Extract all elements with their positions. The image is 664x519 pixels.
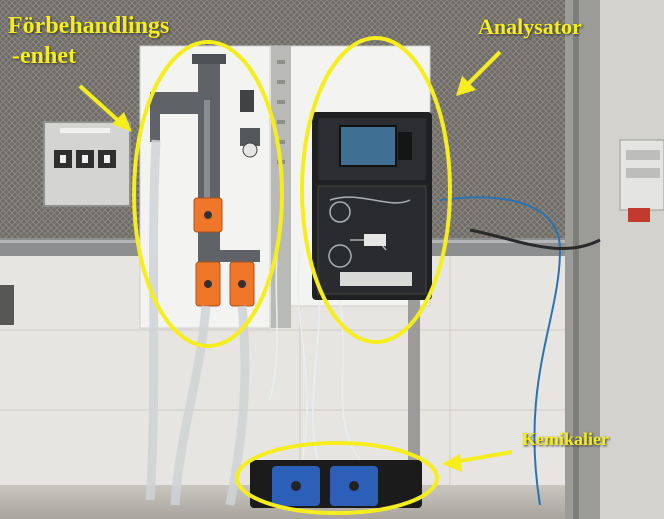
label-chemicals: Kemikalier [522, 429, 609, 449]
label-pretreatment-line1: Förbehandlings [8, 13, 170, 39]
chemicals-ellipse [235, 441, 439, 515]
annotation-arrows [78, 50, 513, 472]
support-channel [408, 300, 420, 490]
label-analyzer: Analysator [478, 14, 582, 39]
analyzer-ellipse [300, 36, 452, 344]
hoses [145, 139, 250, 506]
label-pretreatment-line2: -enhet [12, 43, 76, 69]
annotation-ellipses [132, 36, 452, 515]
analyzer-screen [339, 125, 397, 167]
pretreatment-ellipse [132, 40, 284, 348]
pressure-fittings [240, 90, 260, 158]
